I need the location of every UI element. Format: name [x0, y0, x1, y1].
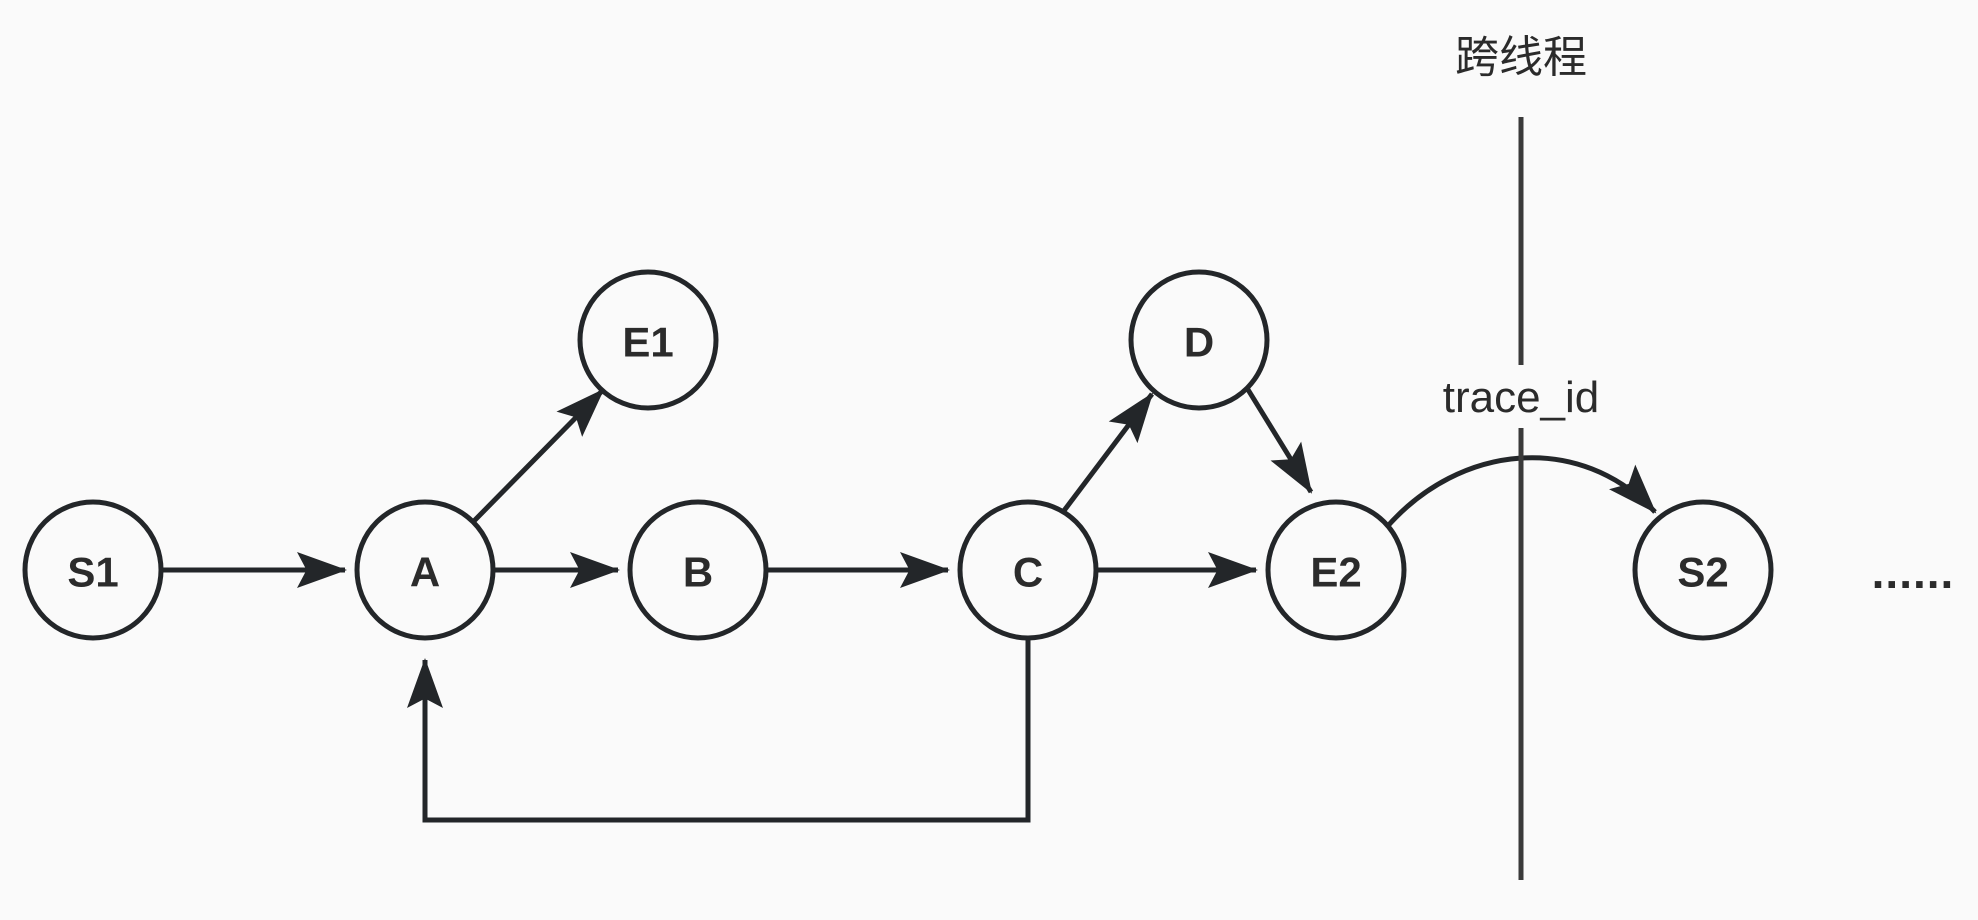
node-s2-circle[interactable] — [1632, 499, 1774, 641]
node-e1-label: E1 — [622, 319, 673, 366]
annotation-layer: 跨线程 trace_id ...... — [1443, 33, 1955, 598]
node-c[interactable]: C — [957, 499, 1099, 641]
node-b[interactable]: B — [627, 499, 769, 641]
node-c-label: C — [1013, 549, 1043, 596]
trace-id-label: trace_id — [1443, 373, 1600, 422]
node-e2-label: E2 — [1310, 549, 1361, 596]
ellipsis-label: ...... — [1872, 546, 1955, 598]
node-a-label: A — [410, 549, 440, 596]
node-a-circle[interactable] — [354, 499, 496, 641]
node-s1-label: S1 — [67, 549, 118, 596]
node-s2[interactable]: S2 — [1632, 499, 1774, 641]
edge-a-to-e1 — [471, 388, 605, 524]
node-e2-circle[interactable] — [1265, 499, 1407, 641]
node-b-circle[interactable] — [627, 499, 769, 641]
node-e1-circle[interactable] — [577, 269, 719, 411]
node-e1[interactable]: E1 — [577, 269, 719, 411]
node-s1-circle[interactable] — [22, 499, 164, 641]
cross-thread-label: 跨线程 — [1455, 33, 1587, 82]
edge-c-to-d — [1061, 392, 1154, 514]
node-c-circle[interactable] — [957, 499, 1099, 641]
node-d-circle[interactable] — [1128, 269, 1270, 411]
node-s1[interactable]: S1 — [22, 499, 164, 641]
node-d[interactable]: D — [1128, 269, 1270, 411]
node-a[interactable]: A — [354, 499, 496, 641]
edge-d-to-e2 — [1244, 386, 1314, 494]
node-d-label: D — [1184, 319, 1214, 366]
node-e2[interactable]: E2 — [1265, 499, 1407, 641]
edge-c-to-a-feedback — [407, 638, 1031, 823]
node-layer: S1 A E1 B C D — [22, 269, 1774, 641]
node-b-label: B — [683, 549, 713, 596]
node-s2-label: S2 — [1677, 549, 1728, 596]
